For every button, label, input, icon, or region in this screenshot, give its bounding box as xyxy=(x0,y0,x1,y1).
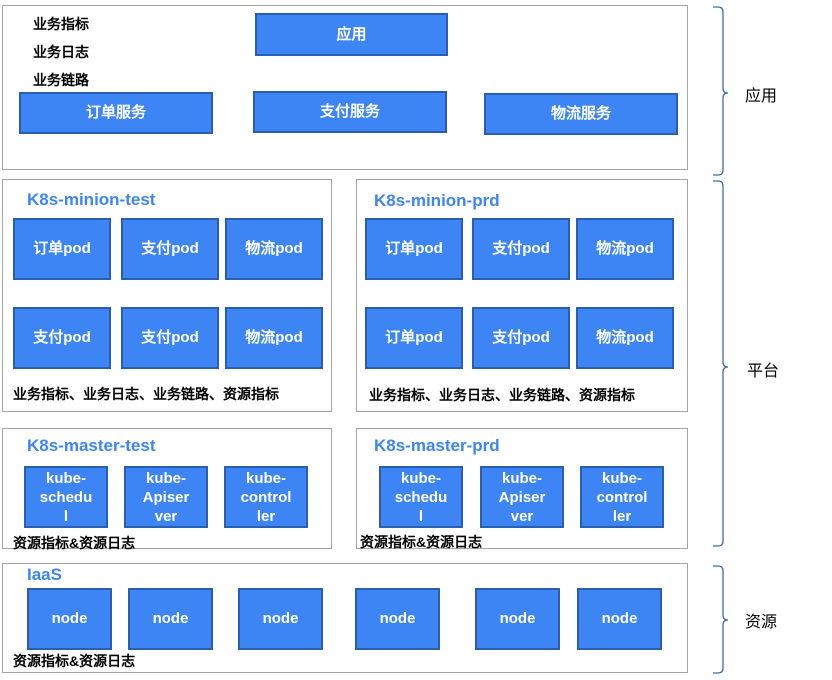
component-line: kube- xyxy=(601,469,642,487)
minion-test-panel xyxy=(2,179,332,412)
metric-label-business-trace: 业务链路 xyxy=(33,72,89,88)
resource-layer-label: 资源 xyxy=(745,614,778,631)
service-box-order: 订单服务 xyxy=(19,92,213,134)
pod-box: 物流pod xyxy=(225,218,323,280)
pod-box: 订单pod xyxy=(365,218,463,280)
component-line: ler xyxy=(612,507,632,525)
pod-box: 支付pod xyxy=(472,218,570,280)
component-line: Apiser xyxy=(142,488,190,506)
pod-box: 支付pod xyxy=(121,307,219,369)
component-line: kube- xyxy=(245,469,286,487)
master-test-footer: 资源指标&资源日志 xyxy=(13,535,136,551)
node-box: node xyxy=(577,588,662,650)
pod-box: 支付pod xyxy=(121,218,219,280)
app-box: 应用 xyxy=(255,13,448,56)
service-box-payment: 支付服务 xyxy=(253,91,447,133)
kube-apiserver-box: kube- Apiser ver xyxy=(124,466,208,528)
node-box: node xyxy=(475,588,560,650)
minion-test-title: K8s-minion-test xyxy=(27,190,156,209)
minion-prd-panel xyxy=(356,179,688,412)
platform-layer-label: 平台 xyxy=(747,363,780,380)
component-line: Apiser xyxy=(498,488,546,506)
kube-controller-box: kube- control ler xyxy=(224,466,308,528)
node-box: node xyxy=(27,588,112,650)
component-line: kube- xyxy=(45,469,86,487)
node-box: node xyxy=(238,588,323,650)
application-layer-label: 应用 xyxy=(745,88,778,105)
minion-prd-footer: 业务指标、业务日志、业务链路、资源指标 xyxy=(369,387,635,403)
component-line: ler xyxy=(256,507,276,525)
pod-box: 物流pod xyxy=(576,218,674,280)
kube-scheduler-box: kube- schedu l xyxy=(24,466,108,528)
pod-box: 支付pod xyxy=(13,307,111,369)
kube-apiserver-box: kube- Apiser ver xyxy=(480,466,564,528)
component-line: l xyxy=(418,507,424,525)
component-line: kube- xyxy=(145,469,186,487)
master-prd-footer: 资源指标&资源日志 xyxy=(360,534,483,550)
kube-scheduler-box: kube- schedu l xyxy=(379,466,463,528)
iaas-panel xyxy=(2,563,688,673)
minion-prd-title: K8s-minion-prd xyxy=(374,191,500,210)
resource-brace xyxy=(713,565,729,674)
component-line: kube- xyxy=(501,469,542,487)
component-line: schedu xyxy=(39,488,93,506)
pod-box: 物流pod xyxy=(576,307,674,369)
component-line: ver xyxy=(154,507,178,525)
kube-controller-box: kube- control ler xyxy=(580,466,664,528)
pod-box: 支付pod xyxy=(472,307,570,369)
application-brace xyxy=(713,6,729,176)
master-test-title: K8s-master-test xyxy=(27,436,156,455)
component-line: control xyxy=(596,488,648,506)
metric-label-business-logs: 业务日志 xyxy=(33,44,89,60)
metric-label-business-metrics: 业务指标 xyxy=(33,16,89,32)
node-box: node xyxy=(355,588,440,650)
component-line: kube- xyxy=(400,469,441,487)
pod-box: 物流pod xyxy=(225,307,323,369)
component-line: schedu xyxy=(394,488,448,506)
iaas-footer: 资源指标&资源日志 xyxy=(13,653,136,669)
iaas-title: IaaS xyxy=(27,565,62,584)
minion-test-footer: 业务指标、业务日志、业务链路、资源指标 xyxy=(13,386,279,402)
service-box-logistics: 物流服务 xyxy=(484,93,678,135)
pod-box: 订单pod xyxy=(13,218,111,280)
node-box: node xyxy=(128,588,213,650)
component-line: l xyxy=(63,507,69,525)
platform-brace xyxy=(713,180,729,547)
component-line: ver xyxy=(510,507,534,525)
master-prd-title: K8s-master-prd xyxy=(374,436,500,455)
component-line: control xyxy=(240,488,292,506)
pod-box: 订单pod xyxy=(365,307,463,369)
